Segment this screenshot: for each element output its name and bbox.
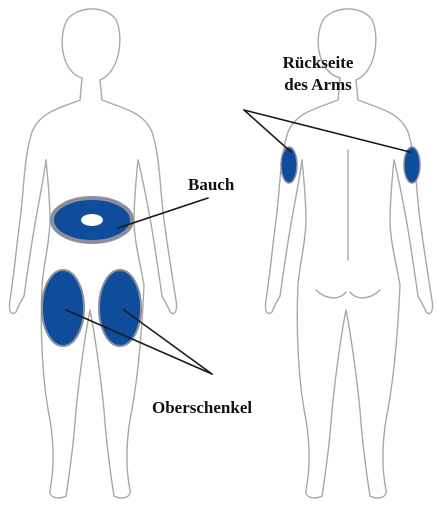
navel-marker	[81, 214, 103, 226]
back-arm-pointer-right	[244, 110, 410, 152]
back-of-arm-label-line1: Rückseite	[258, 52, 378, 74]
right-back-arm-injection-area	[404, 147, 420, 183]
back-of-arm-label: Rückseite des Arms	[258, 52, 378, 96]
right-thigh-injection-area	[99, 270, 141, 346]
back-of-arm-label-line2: des Arms	[258, 74, 378, 96]
abdomen-label: Bauch	[188, 174, 234, 196]
front-body-outline	[9, 9, 176, 498]
thigh-label: Oberschenkel	[152, 397, 252, 419]
left-back-arm-injection-area	[281, 147, 297, 183]
left-thigh-injection-area	[42, 270, 84, 346]
